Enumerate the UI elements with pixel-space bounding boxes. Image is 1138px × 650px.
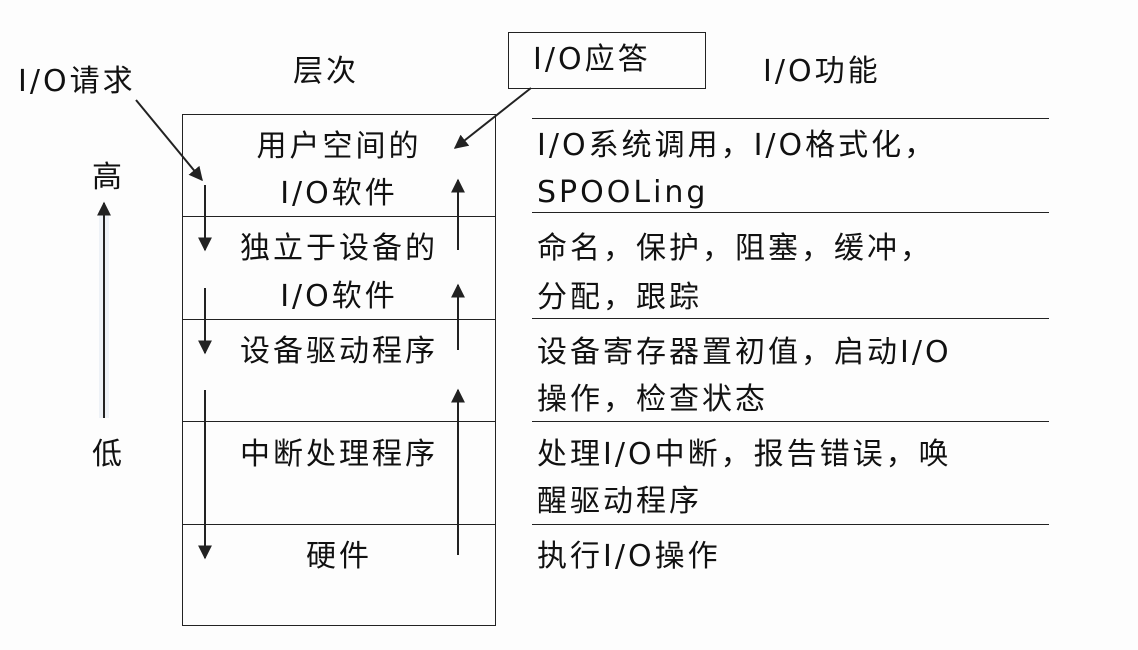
function-device-independent-line1: 命名，保护，阻塞，缓冲， <box>537 231 933 266</box>
io-request-arrow <box>135 99 203 182</box>
layer-divider <box>182 319 496 320</box>
layer-interrupt-handler: 中断处理程序 <box>240 437 438 472</box>
function-column-title: I/O功能 <box>763 54 881 89</box>
layer-divider <box>182 216 496 217</box>
io-response-box <box>508 32 706 89</box>
io-request-label: I/O请求 <box>18 64 136 99</box>
function-rule <box>532 421 1049 422</box>
io-response-label: I/O应答 <box>533 42 651 77</box>
function-hardware: 执行I/O操作 <box>537 539 721 574</box>
layer-stack-box <box>182 114 496 626</box>
layer-divider <box>182 524 496 525</box>
axis-low-label: 低 <box>92 437 125 472</box>
layer-divider <box>182 421 496 422</box>
io-response-arrow <box>453 87 532 149</box>
layer-user-space-line2: I/O软件 <box>280 176 398 211</box>
function-rule <box>532 318 1049 319</box>
function-rule <box>532 118 1049 119</box>
function-interrupt-handler-line2: 醒驱动程序 <box>537 484 702 519</box>
layer-device-driver: 设备驱动程序 <box>240 334 438 369</box>
function-interrupt-handler-line1: 处理I/O中断，报告错误，唤 <box>537 437 952 472</box>
function-user-space-line2: SPOOLing <box>537 175 709 210</box>
function-device-driver-line2: 操作，检查状态 <box>537 382 768 417</box>
layer-device-independent-line1: 独立于设备的 <box>240 231 438 266</box>
function-user-space-line1: I/O系统调用，I/O格式化， <box>537 128 938 163</box>
function-rule <box>532 212 1049 213</box>
function-rule <box>532 524 1049 525</box>
function-device-driver-line1: 设备寄存器置初值，启动I/O <box>537 335 952 370</box>
axis-high-label: 高 <box>92 160 125 195</box>
layer-hardware: 硬件 <box>306 539 372 574</box>
layer-user-space-line1: 用户空间的 <box>256 129 422 164</box>
layer-column-title: 层次 <box>293 54 359 89</box>
function-device-independent-line2: 分配，跟踪 <box>537 280 702 315</box>
layer-device-independent-line2: I/O软件 <box>280 279 398 314</box>
